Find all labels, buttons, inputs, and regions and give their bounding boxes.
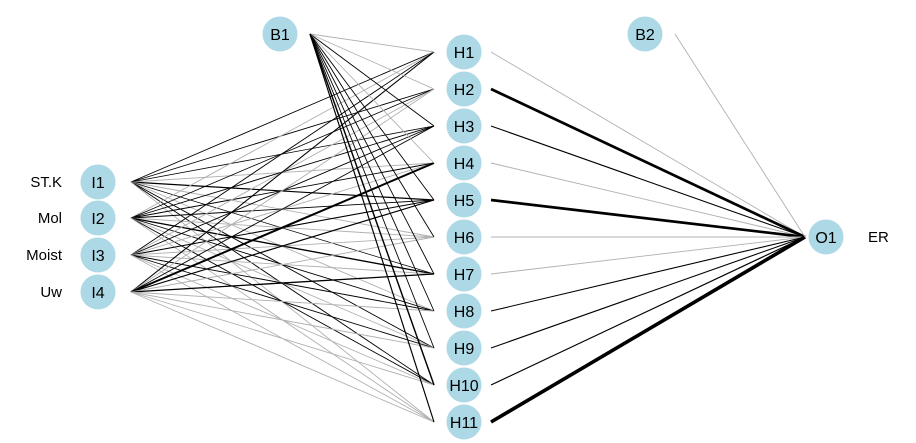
hidden-node-h3-circle bbox=[446, 108, 482, 144]
output-variable-label: ER bbox=[868, 229, 889, 246]
input-node-i1-circle bbox=[80, 164, 116, 200]
input-node-i4-circle bbox=[80, 274, 116, 310]
hidden-node-h5-circle bbox=[446, 182, 482, 218]
edge-h1-o1 bbox=[490, 51, 806, 238]
hidden-node-h9-label: H9 bbox=[454, 341, 475, 358]
hidden-node-h2-circle bbox=[446, 71, 482, 107]
edge-h11-o1 bbox=[490, 235, 806, 424]
hidden-node-h3: H3 bbox=[446, 108, 482, 144]
edge-h3-o1 bbox=[490, 125, 806, 238]
edge-b1-h1 bbox=[309, 33, 435, 53]
hidden-node-h1-circle bbox=[446, 34, 482, 70]
hidden-node-h6: H6 bbox=[446, 219, 482, 255]
edge-b2-o1 bbox=[674, 33, 806, 238]
hidden-node-h1: H1 bbox=[446, 34, 482, 70]
input-node-i3: I3 bbox=[80, 237, 116, 273]
hidden-node-h10-circle bbox=[446, 367, 482, 403]
output-node-o1-label: O1 bbox=[815, 230, 836, 247]
input-variable-label: Uw bbox=[40, 284, 62, 301]
input-node-i4: I4 bbox=[80, 274, 116, 310]
hidden-node-h10-label: H10 bbox=[449, 378, 478, 395]
edge-b1-h4 bbox=[309, 33, 435, 164]
hidden-node-h7-circle bbox=[446, 256, 482, 292]
edge-b1-h2 bbox=[309, 33, 435, 90]
edge-b1-h3 bbox=[309, 33, 435, 127]
bias-node-b2: B2 bbox=[627, 16, 663, 52]
input-node-i2-circle bbox=[80, 200, 116, 236]
bias-node-b1-circle bbox=[262, 16, 298, 52]
hidden-node-h8: H8 bbox=[446, 293, 482, 329]
hidden-node-h1-label: H1 bbox=[454, 45, 475, 62]
hidden-node-h9: H9 bbox=[446, 330, 482, 366]
hidden-node-h7: H7 bbox=[446, 256, 482, 292]
input-variable-label: Mol bbox=[38, 210, 62, 227]
hidden-node-h4: H4 bbox=[446, 145, 482, 181]
input-node-i2: I2 bbox=[80, 200, 116, 236]
edge-b1-h11 bbox=[309, 33, 435, 423]
hidden-node-h5-label: H5 bbox=[454, 193, 475, 210]
input-node-i3-circle bbox=[80, 237, 116, 273]
bias-node-b1-label: B1 bbox=[270, 27, 290, 44]
edge-i4-h11 bbox=[130, 291, 435, 423]
hidden-node-h4-circle bbox=[446, 145, 482, 181]
hidden-node-h2: H2 bbox=[446, 71, 482, 107]
hidden-node-h11-circle bbox=[446, 404, 482, 440]
output-node-o1: O1 bbox=[808, 219, 844, 255]
hidden-node-h6-label: H6 bbox=[454, 230, 475, 247]
hidden-node-h7-label: H7 bbox=[454, 267, 475, 284]
edge-b1-h7 bbox=[309, 33, 435, 275]
hidden-node-h11-label: H11 bbox=[450, 415, 478, 432]
input-node-i3-label: I3 bbox=[91, 248, 104, 265]
edge-i2-h1 bbox=[130, 51, 435, 219]
edge-b1-h6 bbox=[309, 33, 435, 238]
edge-h5-o1 bbox=[490, 198, 806, 239]
hidden-node-h2-label: H2 bbox=[454, 82, 475, 99]
hidden-node-h6-circle bbox=[446, 219, 482, 255]
input-variable-label: Moist bbox=[26, 247, 63, 264]
input-node-i2-label: I2 bbox=[91, 211, 104, 228]
bias-node-b2-circle bbox=[627, 16, 663, 52]
edge-i4-h10 bbox=[130, 291, 435, 386]
edge-i1-h1 bbox=[130, 51, 435, 183]
edge-i4-h6 bbox=[130, 236, 435, 293]
edge-i4-h5 bbox=[130, 199, 435, 293]
input-node-i1-label: I1 bbox=[91, 175, 104, 192]
output-node-o1-circle bbox=[808, 219, 844, 255]
hidden-node-h8-label: H8 bbox=[454, 304, 475, 321]
hidden-node-h9-circle bbox=[446, 330, 482, 366]
edge-i4-h9 bbox=[130, 291, 435, 349]
hidden-node-h10: H10 bbox=[446, 367, 482, 403]
edge-h8-o1 bbox=[490, 236, 806, 312]
edge-i1-h9 bbox=[130, 181, 435, 349]
edge-b1-h10 bbox=[309, 33, 435, 386]
input-variable-label: ST.K bbox=[30, 174, 62, 191]
edge-i4-h4 bbox=[130, 162, 435, 293]
edge-i4-h2 bbox=[130, 88, 435, 293]
bias-node-b1: B1 bbox=[262, 16, 298, 52]
hidden-node-h8-circle bbox=[446, 293, 482, 329]
hidden-node-h3-label: H3 bbox=[454, 119, 475, 136]
edge-h2-o1 bbox=[490, 87, 806, 239]
edge-i4-h1 bbox=[130, 51, 435, 293]
edge-h10-o1 bbox=[490, 236, 806, 386]
edge-b1-h8 bbox=[309, 33, 435, 312]
edge-i4-h7 bbox=[130, 273, 435, 293]
input-node-i4-label: I4 bbox=[91, 285, 104, 302]
edge-h4-o1 bbox=[490, 162, 806, 238]
edge-b1-h5 bbox=[309, 33, 435, 201]
edge-i3-h1 bbox=[130, 51, 435, 256]
input-node-i1: I1 bbox=[80, 164, 116, 200]
edge-b1-h9 bbox=[309, 33, 435, 349]
bias-node-b2-label: B2 bbox=[635, 27, 655, 44]
hidden-node-h5: H5 bbox=[446, 182, 482, 218]
connection-layer bbox=[130, 33, 806, 424]
edge-i4-h8 bbox=[130, 291, 435, 312]
edge-h7-o1 bbox=[490, 236, 806, 275]
hidden-node-h4-label: H4 bbox=[454, 156, 475, 173]
edge-h9-o1 bbox=[490, 236, 806, 349]
hidden-node-h11: H11 bbox=[446, 404, 482, 440]
